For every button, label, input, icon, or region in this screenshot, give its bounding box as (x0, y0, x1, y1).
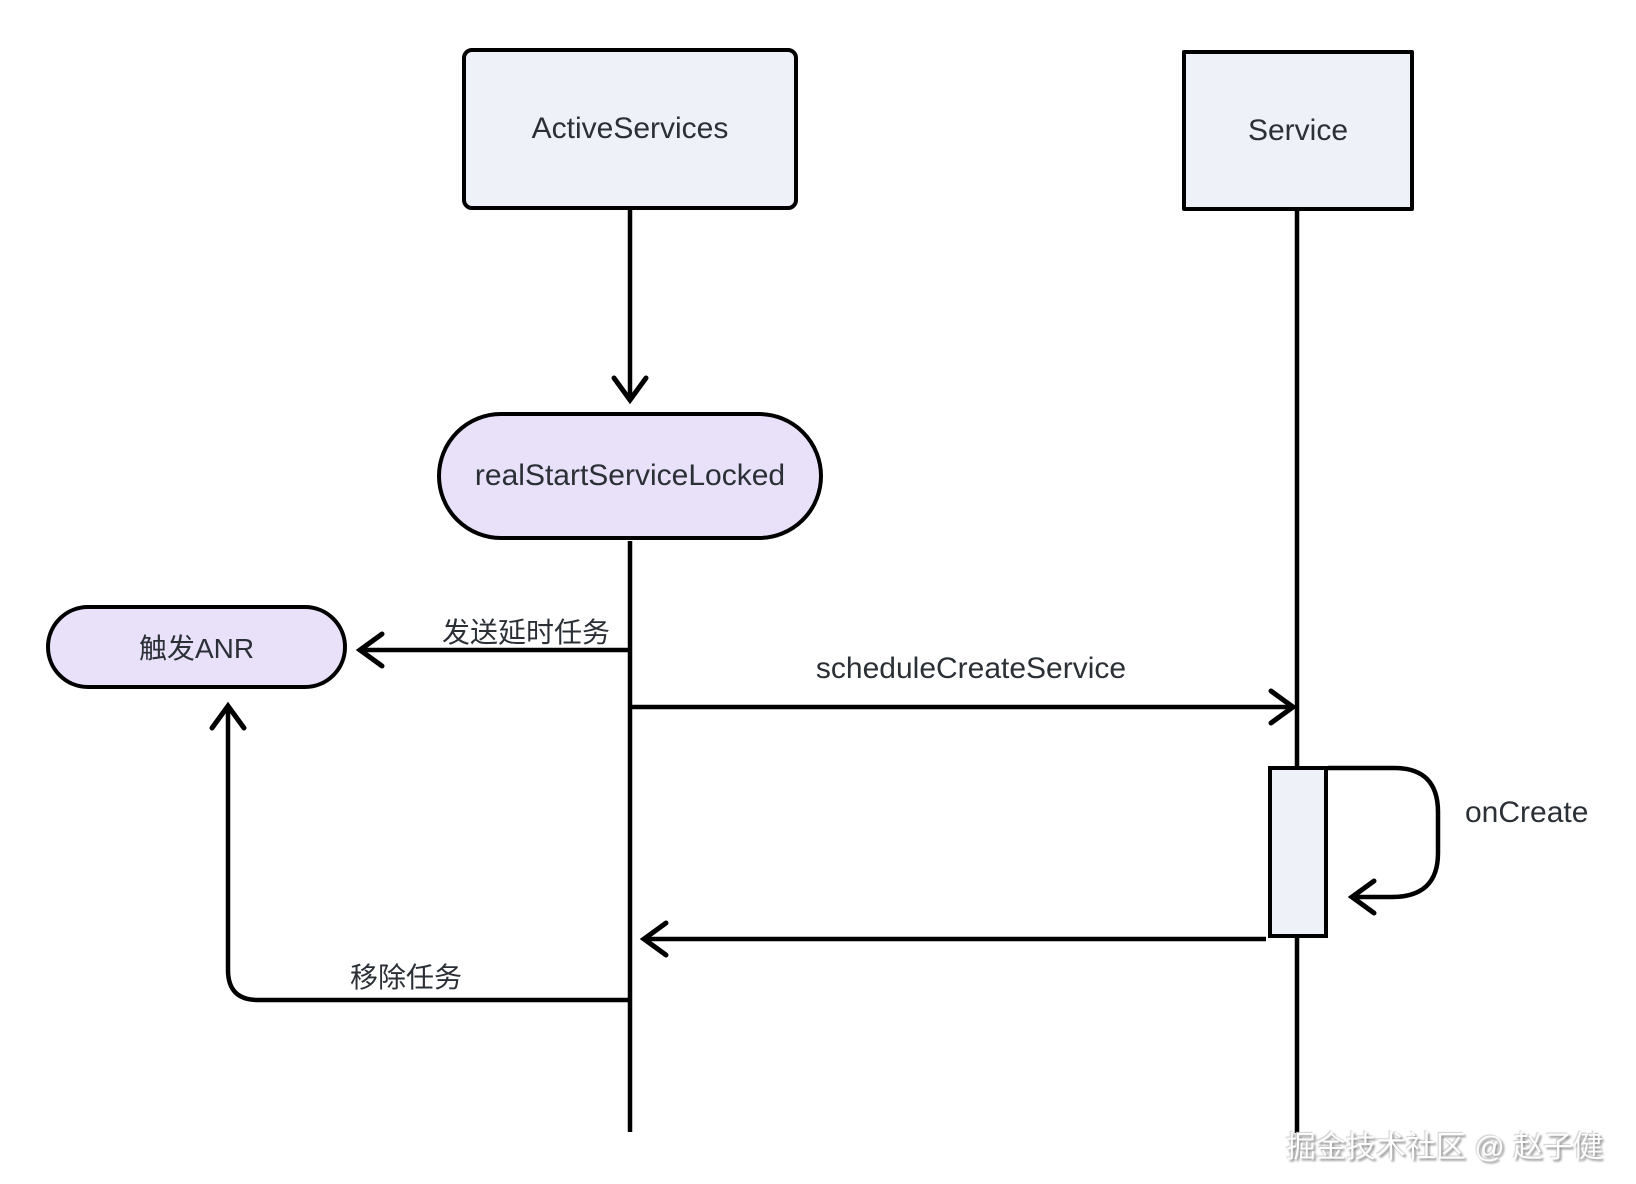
node-label-realstartservicelocked: realStartServiceLocked (474, 459, 786, 492)
node-label-trigger-anr: 触发ANR (138, 633, 255, 664)
message-label-send-delayed-task: 发送延时任务 (441, 617, 611, 648)
actor-label-activeservices: ActiveServices (531, 112, 729, 145)
node-realstartservicelocked: realStartServiceLocked (437, 412, 823, 540)
activation-bar-service (1268, 766, 1328, 938)
node-trigger-anr: 触发ANR (46, 605, 347, 689)
actor-box-activeservices: ActiveServices (462, 48, 798, 210)
arrow-remove-task (209, 701, 630, 1003)
watermark: 掘金技术社区 @ 赵子健 (1285, 1131, 1603, 1164)
message-label-oncreate: onCreate (1465, 796, 1589, 829)
message-label-remove-task: 移除任务 (349, 962, 463, 993)
actor-box-service: Service (1182, 50, 1414, 211)
actor-label-service: Service (1247, 113, 1349, 147)
self-loop-oncreate-arrow (1328, 765, 1441, 916)
message-label-schedulecreateservice: scheduleCreateService (815, 652, 1127, 685)
